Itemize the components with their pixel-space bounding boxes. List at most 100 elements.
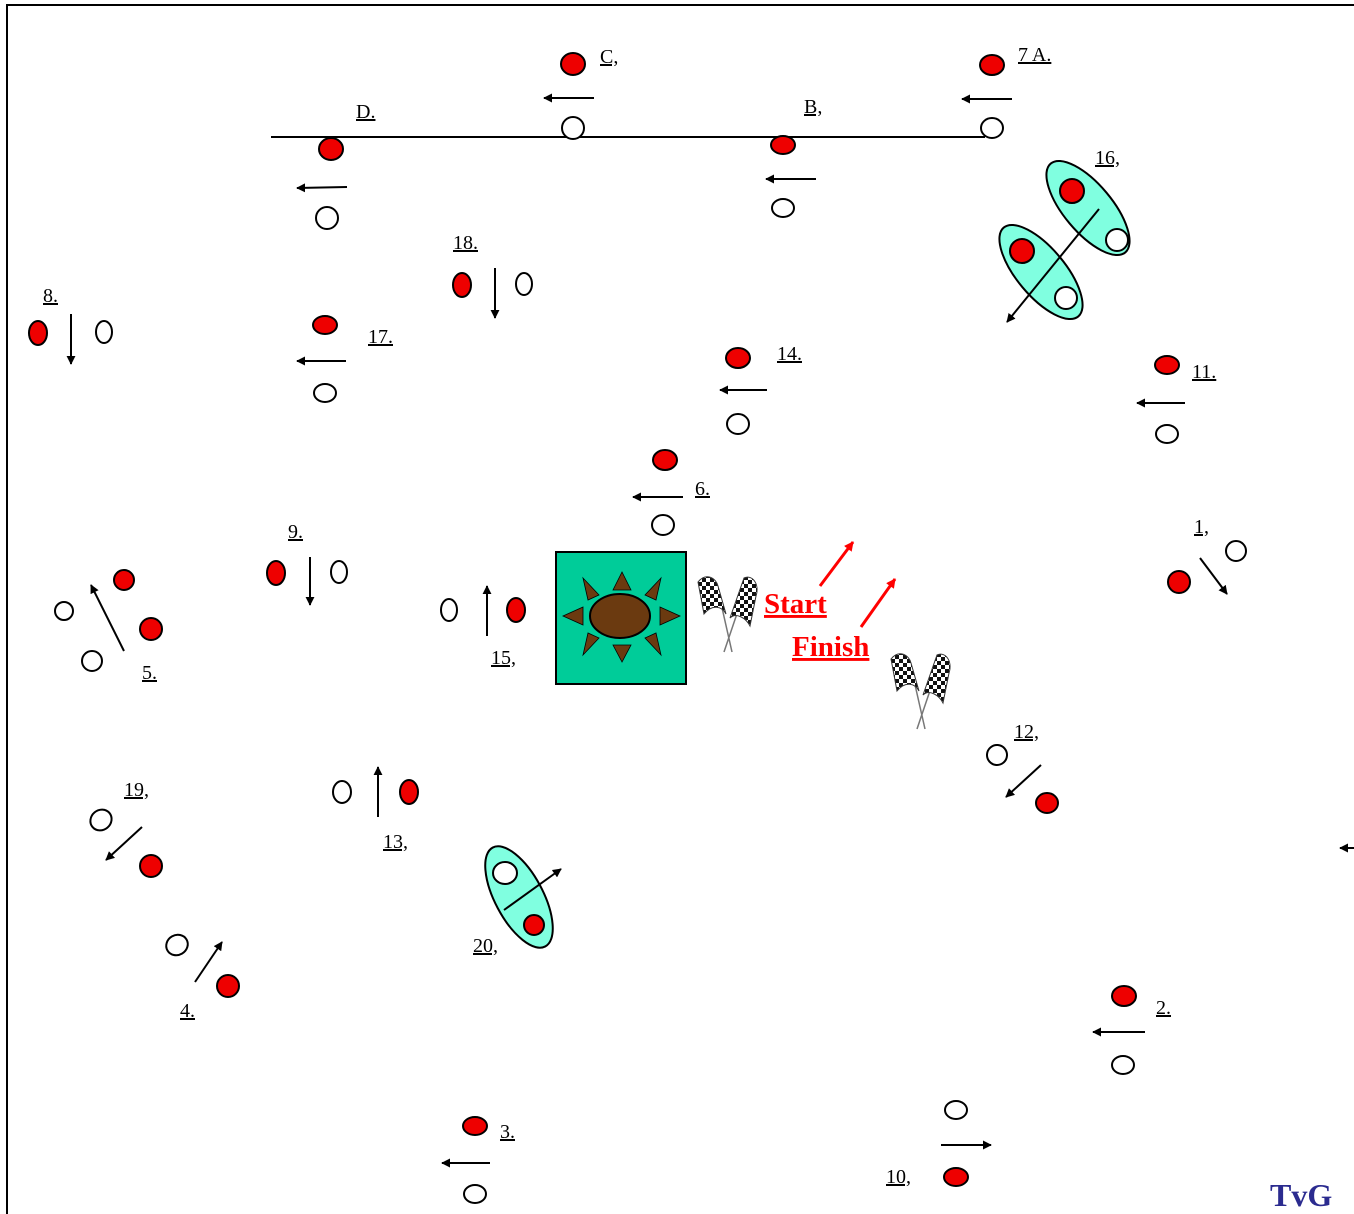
white-pole [772, 199, 794, 217]
white-pole [983, 741, 1011, 769]
red-pole [980, 55, 1004, 75]
obstacle-19: 19, [86, 779, 162, 877]
white-pole [1156, 425, 1178, 443]
red-pole [463, 1117, 487, 1135]
label-17: 17. [368, 326, 393, 348]
red-pole [319, 138, 343, 160]
checkered-flags-icon [891, 654, 950, 729]
obstacle-4: 4. [162, 931, 239, 1022]
white-pole [55, 602, 73, 620]
start-finish-marker: Start Finish [764, 542, 895, 663]
direction-arrow [1200, 558, 1227, 594]
white-pole [493, 862, 517, 884]
red-pole [140, 855, 162, 877]
white-pole [441, 599, 457, 621]
label-b: B, [804, 96, 822, 118]
red-pole [944, 1168, 968, 1186]
obstacle-12: 12, [983, 721, 1058, 813]
white-pole [652, 515, 674, 535]
obstacle-17: 17. [297, 316, 393, 402]
label-4: 4. [180, 1000, 195, 1022]
red-pole [1155, 356, 1179, 374]
red-pole [1010, 239, 1034, 263]
white-pole [1106, 229, 1128, 251]
label-c: C, [600, 46, 618, 68]
obstacle-6: 6. [633, 450, 710, 535]
direction-arrow [91, 585, 124, 651]
red-pole [1060, 179, 1084, 203]
label-15: 15, [491, 647, 516, 669]
label-6: 6. [695, 478, 710, 500]
label-9: 9. [288, 521, 303, 543]
red-pole [524, 915, 544, 935]
white-pole [464, 1185, 486, 1203]
direction-arrow [106, 827, 142, 860]
white-pole [86, 805, 116, 834]
obstacle-15: 15, [441, 586, 525, 669]
white-pole [516, 273, 532, 295]
label-20: 20, [473, 935, 498, 957]
red-pole [561, 53, 585, 75]
red-pole [217, 975, 239, 997]
obstacle-13: 13, [333, 767, 418, 853]
white-pole [1055, 287, 1077, 309]
label-16: 16, [1095, 147, 1120, 169]
finish-label: Finish [792, 631, 869, 663]
brand-logo-text: TvG [1270, 1177, 1332, 1213]
red-pole [453, 273, 471, 297]
obstacle-1: 1, [1168, 516, 1246, 594]
label-12: 12, [1014, 721, 1039, 743]
obstacle-7a: 7 A. [962, 44, 1051, 138]
label-18: 18. [453, 232, 478, 254]
obstacle-b: B, [766, 96, 822, 217]
red-pole [267, 561, 285, 585]
start-arrow [820, 542, 853, 586]
obstacle-14: 14. [720, 343, 802, 434]
red-pole [1036, 793, 1058, 813]
obstacle-16: 16, [985, 147, 1143, 332]
red-pole [29, 321, 47, 345]
central-obstacle-box [556, 552, 686, 684]
label-11: 11. [1192, 361, 1216, 383]
label-19: 19, [124, 779, 149, 801]
label-13: 13, [383, 831, 408, 853]
white-pole [316, 207, 338, 229]
white-pole [331, 561, 347, 583]
direction-arrow [297, 187, 347, 188]
obstacle-9: 9. [267, 521, 347, 605]
red-pole [1112, 986, 1136, 1006]
red-pole [313, 316, 337, 334]
white-pole [96, 321, 112, 343]
obstacle-c: C, [544, 46, 618, 139]
obstacle-5: 5. [55, 570, 162, 684]
direction-arrow [195, 942, 222, 982]
white-pole [1226, 541, 1246, 561]
red-pole [400, 780, 418, 804]
label-1: 1, [1194, 516, 1209, 538]
red-pole [771, 136, 795, 154]
white-pole [727, 414, 749, 434]
label-5: 5. [142, 662, 157, 684]
obstacle-11: 11. [1137, 356, 1216, 443]
obstacle-20: 20, [472, 836, 567, 957]
red-pole [726, 348, 750, 368]
obstacle-3: 3. [442, 1117, 515, 1203]
obstacle-18: 18. [453, 232, 532, 318]
red-pole [114, 570, 134, 590]
red-pole [507, 598, 525, 622]
obstacle-2: 2. [1093, 986, 1171, 1074]
red-pole [653, 450, 677, 470]
white-pole [333, 781, 351, 803]
obstacle-8: 8. [29, 285, 112, 364]
label-d: D. [356, 101, 375, 123]
white-pole [981, 118, 1003, 138]
finish-arrow [861, 579, 895, 627]
red-pole [1168, 571, 1190, 593]
obstacle-10: 10, [886, 1101, 991, 1188]
white-pole [945, 1101, 967, 1119]
label-2: 2. [1156, 997, 1171, 1019]
label-3: 3. [500, 1121, 515, 1143]
white-pole [562, 117, 584, 139]
white-pole [314, 384, 336, 402]
